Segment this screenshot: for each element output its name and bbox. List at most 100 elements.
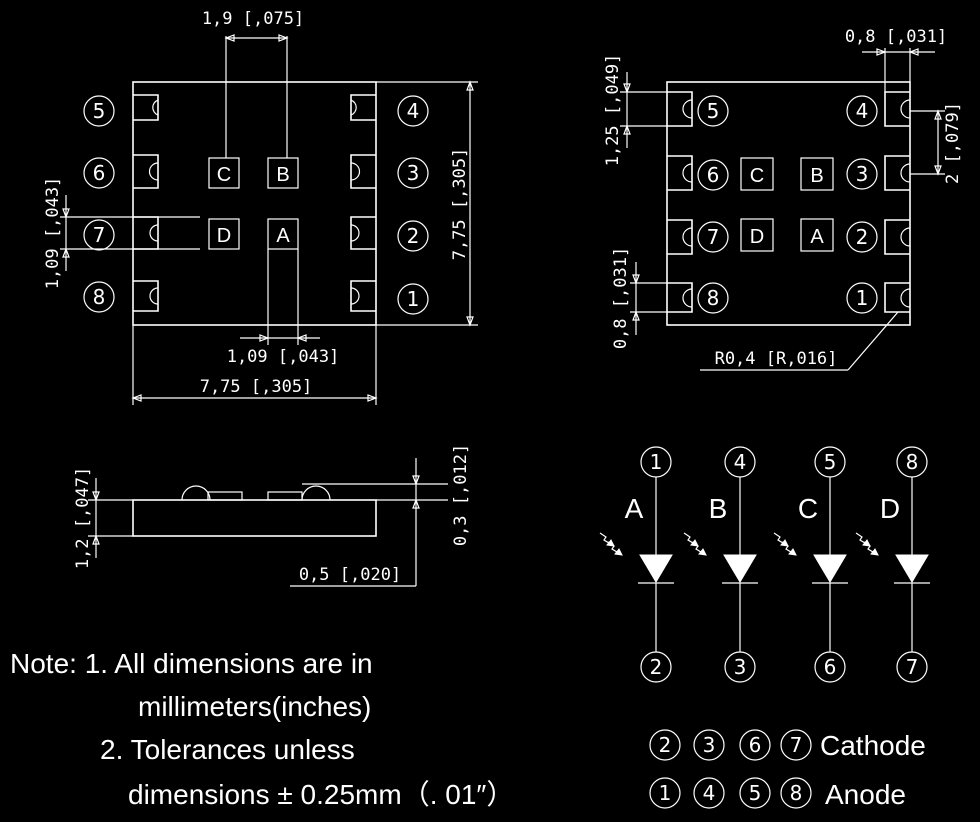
- pin-circle: [846, 158, 878, 190]
- castellation-left: [133, 94, 159, 121]
- castellation-notch: [350, 162, 361, 181]
- legend-pin-label: 8: [790, 781, 803, 805]
- light-arrowhead-icon: [698, 548, 707, 556]
- castellation-notch: [682, 163, 693, 183]
- arrowhead: [876, 48, 919, 56]
- pin-circle: [846, 282, 878, 314]
- pin-label: 1: [856, 286, 869, 310]
- castellation-notch: [682, 99, 693, 119]
- channel-label: C: [798, 493, 818, 524]
- dimension-label: 2 [,079]: [943, 102, 963, 184]
- arrowhead: [259, 334, 307, 342]
- castellation-notch: [900, 99, 911, 119]
- dimension-label: 0,3 [,012]: [451, 444, 471, 546]
- dimension-label: 1,9 [,075]: [202, 9, 304, 29]
- package-body-outline: [666, 81, 911, 326]
- arrowhead: [92, 491, 100, 545]
- arrowhead: [62, 208, 70, 258]
- pad-label: C: [750, 165, 764, 187]
- castellation-left: [667, 282, 693, 313]
- pin-label: 5: [707, 99, 720, 123]
- lens-dome: [301, 485, 331, 501]
- pad: [267, 157, 299, 189]
- castellation-right: [884, 155, 910, 191]
- legend-pin-circle: [693, 729, 725, 761]
- cathode-pin-circle: [896, 651, 928, 683]
- pin-label: 1: [407, 287, 420, 311]
- legend-pin-circle: [649, 777, 681, 809]
- channel-label: B: [709, 493, 728, 524]
- castellation-notch: [900, 163, 911, 183]
- legend-pin-label: 5: [749, 781, 762, 805]
- dimension-label: 0,8 [,031]: [611, 247, 631, 349]
- lens-base: [267, 491, 303, 501]
- arrowhead: [466, 80, 474, 327]
- pin-legend: 2 3 6 7 Cathode 1 4 5 8 Anode: [649, 729, 926, 810]
- pin-circle: [83, 157, 115, 189]
- arrowhead: [224, 34, 289, 42]
- legend-pin-label: 1: [659, 781, 672, 805]
- top-view-left: 5 6 7 8 4 3 2 1 C B D A 1,9 [,075] 7,75 …: [43, 9, 478, 405]
- dimension-label: 1,25 [,049]: [603, 54, 623, 167]
- pin-label: 6: [93, 161, 106, 185]
- castellation-notch: [900, 227, 911, 247]
- castellation-notch: [682, 227, 693, 247]
- legend-pin-label: 3: [703, 733, 716, 757]
- side-body-outline: [132, 499, 377, 537]
- pin-circle: [83, 281, 115, 313]
- cathode-pin-circle: [814, 651, 846, 683]
- top-view-right: 5 6 7 8 4 3 2 1 C B D A 0,8 [,031] 1,25 …: [603, 27, 963, 371]
- diode-triangle: [639, 554, 673, 583]
- note-line-2: millimeters(inches): [138, 691, 372, 722]
- cathode-pin-circle: [724, 651, 756, 683]
- side-view: 1,2 [,047] 0,3 [,012] 0,5 [,020]: [73, 444, 471, 587]
- cathode-legend-label: Cathode: [820, 730, 926, 761]
- castellation-notch: [152, 99, 159, 116]
- pad-label: D: [217, 225, 231, 247]
- anode-pin-label: 5: [824, 450, 837, 474]
- anode-pin-label: 1: [650, 450, 663, 474]
- legend-pin-label: 2: [659, 733, 672, 757]
- castellation-left: [133, 154, 159, 189]
- cathode-pin-label: 2: [650, 655, 663, 679]
- pad-label: B: [810, 165, 823, 187]
- pad-label: A: [276, 225, 290, 247]
- castellation-notch: [148, 162, 159, 181]
- diode-triangle: [813, 554, 847, 583]
- pin-circle: [697, 221, 729, 253]
- lens-base: [207, 491, 243, 501]
- castellation-right: [884, 219, 910, 255]
- legend-pin-circle: [739, 777, 771, 809]
- pad-label: B: [276, 164, 289, 186]
- castellation-right: [350, 94, 376, 121]
- pad-label: A: [810, 226, 824, 248]
- pin-circle: [83, 219, 115, 251]
- pin-label: 8: [707, 286, 720, 310]
- arrowhead: [623, 83, 631, 135]
- castellation-notch: [350, 287, 360, 305]
- pin-circle: [397, 95, 429, 127]
- note-line-3: 2. Tolerances unless: [100, 734, 355, 765]
- pin-label: 7: [93, 223, 106, 247]
- pin-circle: [697, 159, 729, 191]
- cathode-pin-circle: [640, 651, 672, 683]
- dimension-label: 1,09 [,043]: [227, 347, 340, 367]
- arrowhead: [412, 475, 420, 509]
- pin-circle: [83, 95, 115, 127]
- pin-label: 3: [856, 162, 869, 186]
- cathode-pin-label: 3: [734, 655, 747, 679]
- arrowhead: [632, 274, 640, 321]
- cathode-pin-label: 6: [824, 655, 837, 679]
- castellation-notch: [682, 288, 693, 308]
- channel-label: A: [625, 493, 644, 524]
- castellation-left: [667, 219, 693, 255]
- channel-label: D: [880, 493, 900, 524]
- lens-dome: [181, 485, 211, 501]
- pad: [267, 218, 299, 250]
- legend-pin-circle: [739, 729, 771, 761]
- note-line-1: Note: 1. All dimensions are in: [10, 648, 373, 679]
- castellation-right: [350, 216, 376, 250]
- leader-line: [847, 311, 899, 371]
